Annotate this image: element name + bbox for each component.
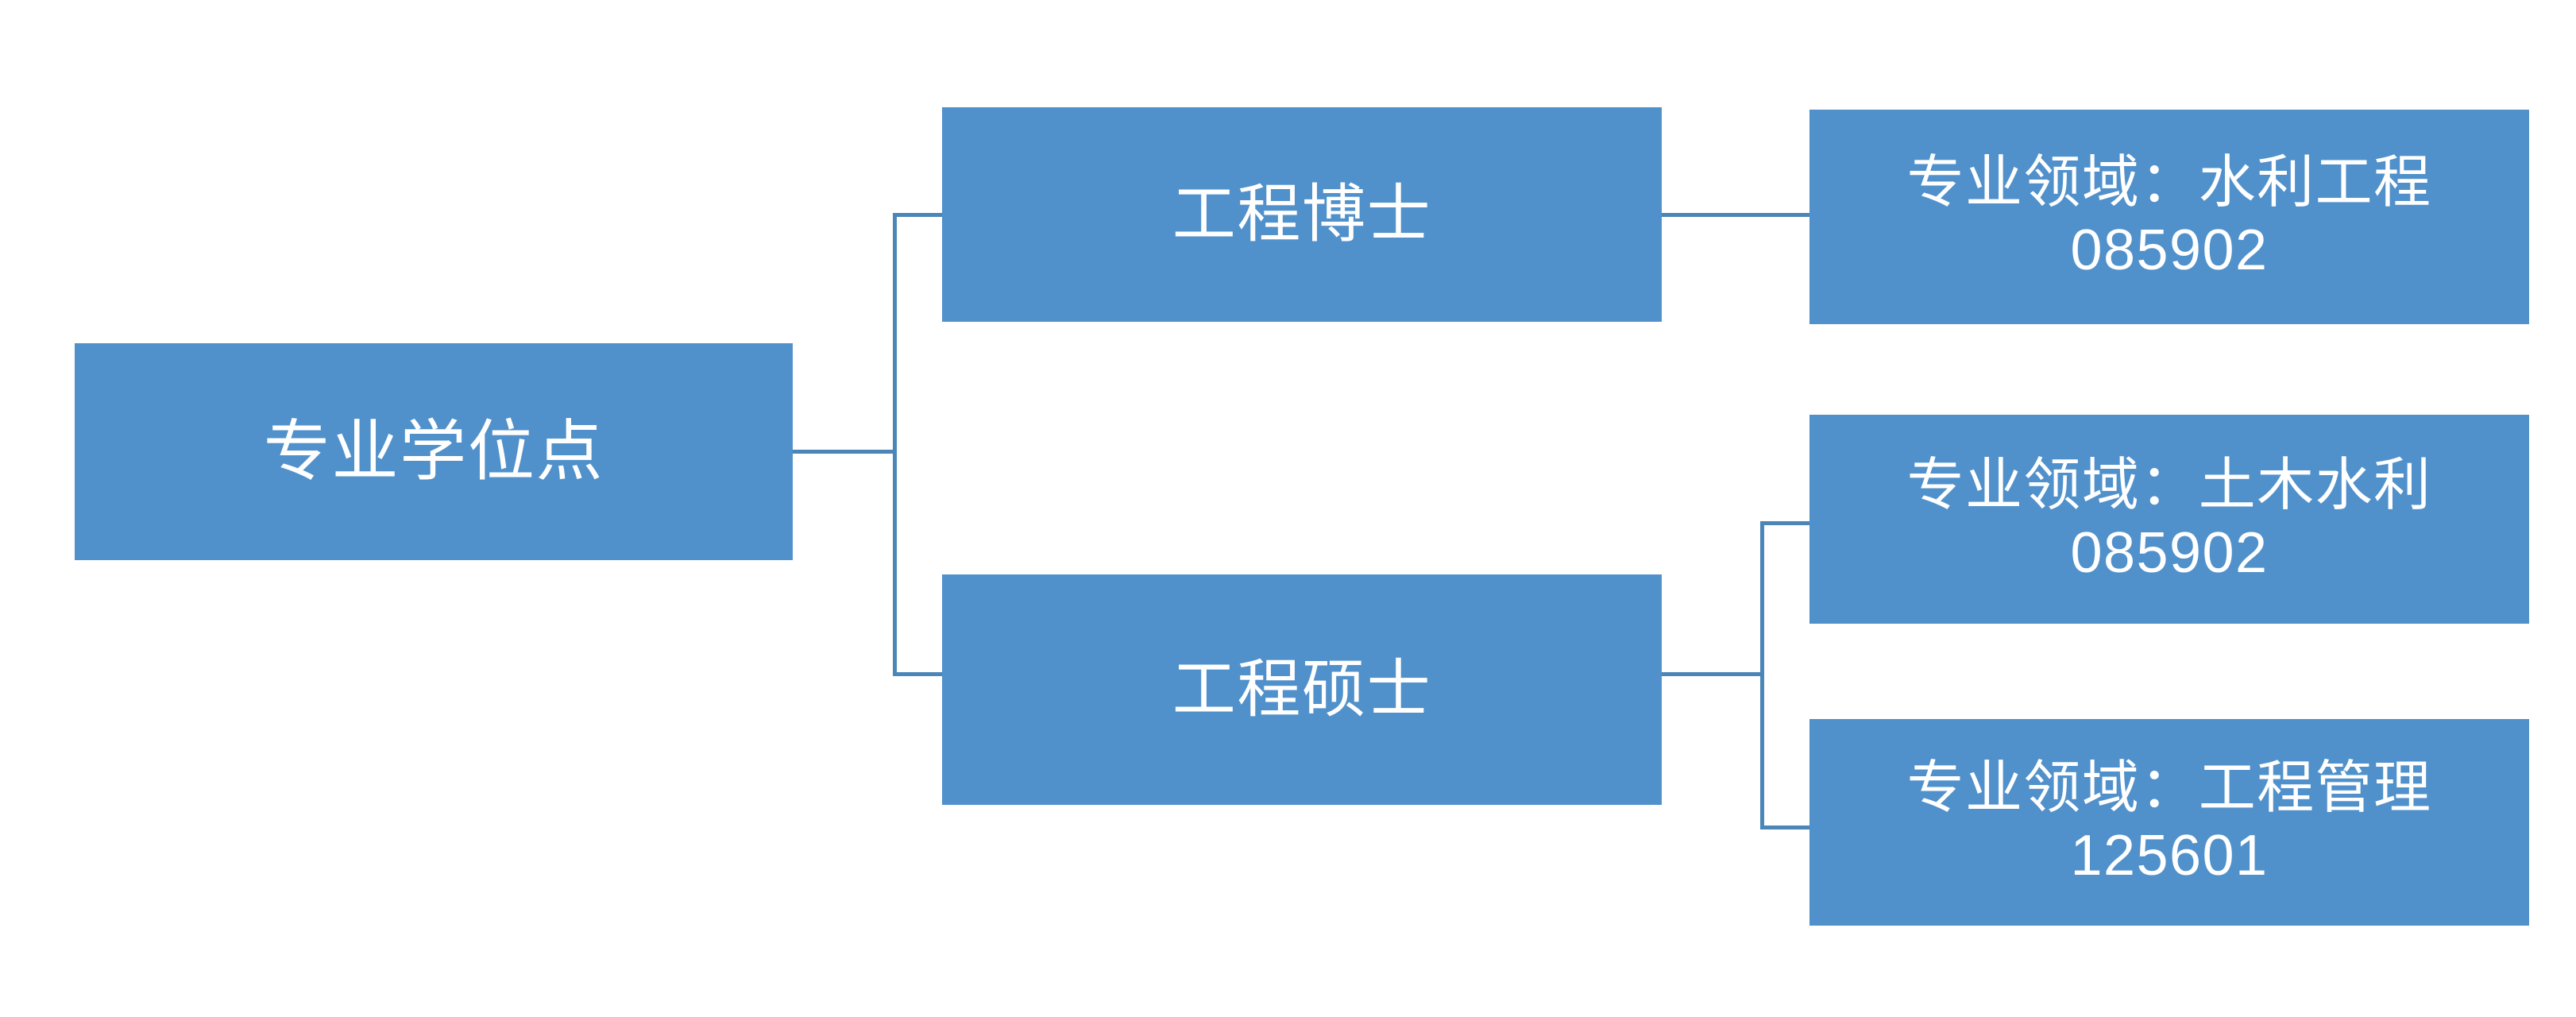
connector-doctorate-to-hydraulic-engineering bbox=[1662, 213, 1811, 217]
connector-master-to-spine bbox=[1662, 672, 1764, 676]
connector-spine-to-civil-hydraulic bbox=[1760, 521, 1811, 525]
node-field-engineering-management[interactable]: 专业领域：工程管理 125601 bbox=[1809, 719, 2529, 926]
node-engineering-master[interactable]: 工程硕士 bbox=[942, 574, 1662, 805]
connector-spine-to-engineering-doctorate bbox=[893, 213, 944, 217]
connector-spine-to-engineering-master bbox=[893, 672, 944, 676]
node-field-hydraulic-engineering[interactable]: 专业领域：水利工程 085902 bbox=[1809, 110, 2529, 324]
connector-root-to-spine bbox=[793, 450, 897, 454]
node-field-civil-and-hydraulic-engineering[interactable]: 专业领域：土木水利 085902 bbox=[1809, 415, 2529, 624]
node-engineering-doctorate[interactable]: 工程博士 bbox=[942, 107, 1662, 322]
node-root-professional-degree-program[interactable]: 专业学位点 bbox=[75, 343, 793, 560]
connector-spine-to-engineering-management bbox=[1760, 826, 1811, 829]
connector-level3-spine bbox=[1760, 521, 1764, 829]
connector-level2-spine bbox=[893, 213, 897, 676]
